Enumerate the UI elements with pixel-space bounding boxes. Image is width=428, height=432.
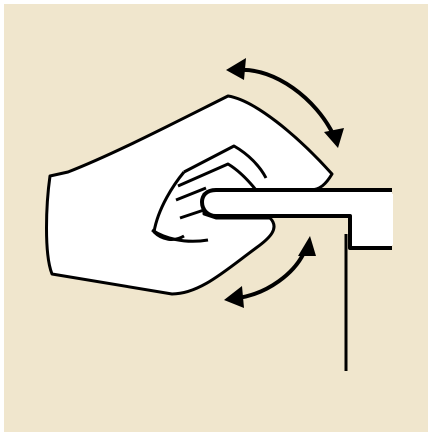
hand-grip-illustration <box>4 4 428 432</box>
ledge-fill-cover <box>353 194 393 245</box>
